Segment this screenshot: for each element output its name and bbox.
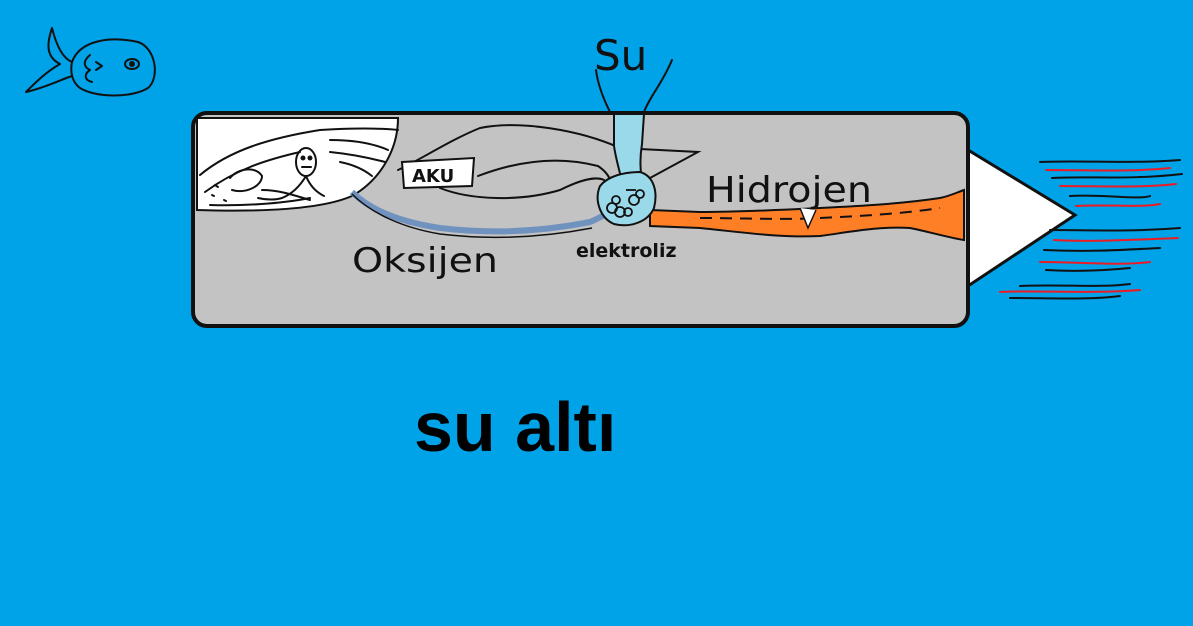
hydrogen-flow-line: [699, 207, 941, 220]
submarine-hull: [191, 111, 970, 328]
electrolysis-label: elektroliz: [576, 240, 677, 262]
fish-icon: [25, 27, 156, 97]
hydrogen-drip: [799, 207, 817, 230]
battery-box: [400, 156, 476, 190]
electrolysis-bubbles: [606, 189, 645, 218]
hydrogen-label: Hidrojen: [706, 170, 872, 211]
electrolysis-chamber: [596, 170, 657, 227]
caption-title: su altı: [414, 388, 617, 466]
battery-label: AKU: [412, 166, 454, 187]
exhaust-streaks: [999, 159, 1183, 300]
oxygen-label: Oksijen: [352, 241, 498, 281]
water-label: Su: [594, 31, 647, 80]
pilot-figure: [199, 127, 399, 207]
oxygen-line: [349, 189, 614, 235]
